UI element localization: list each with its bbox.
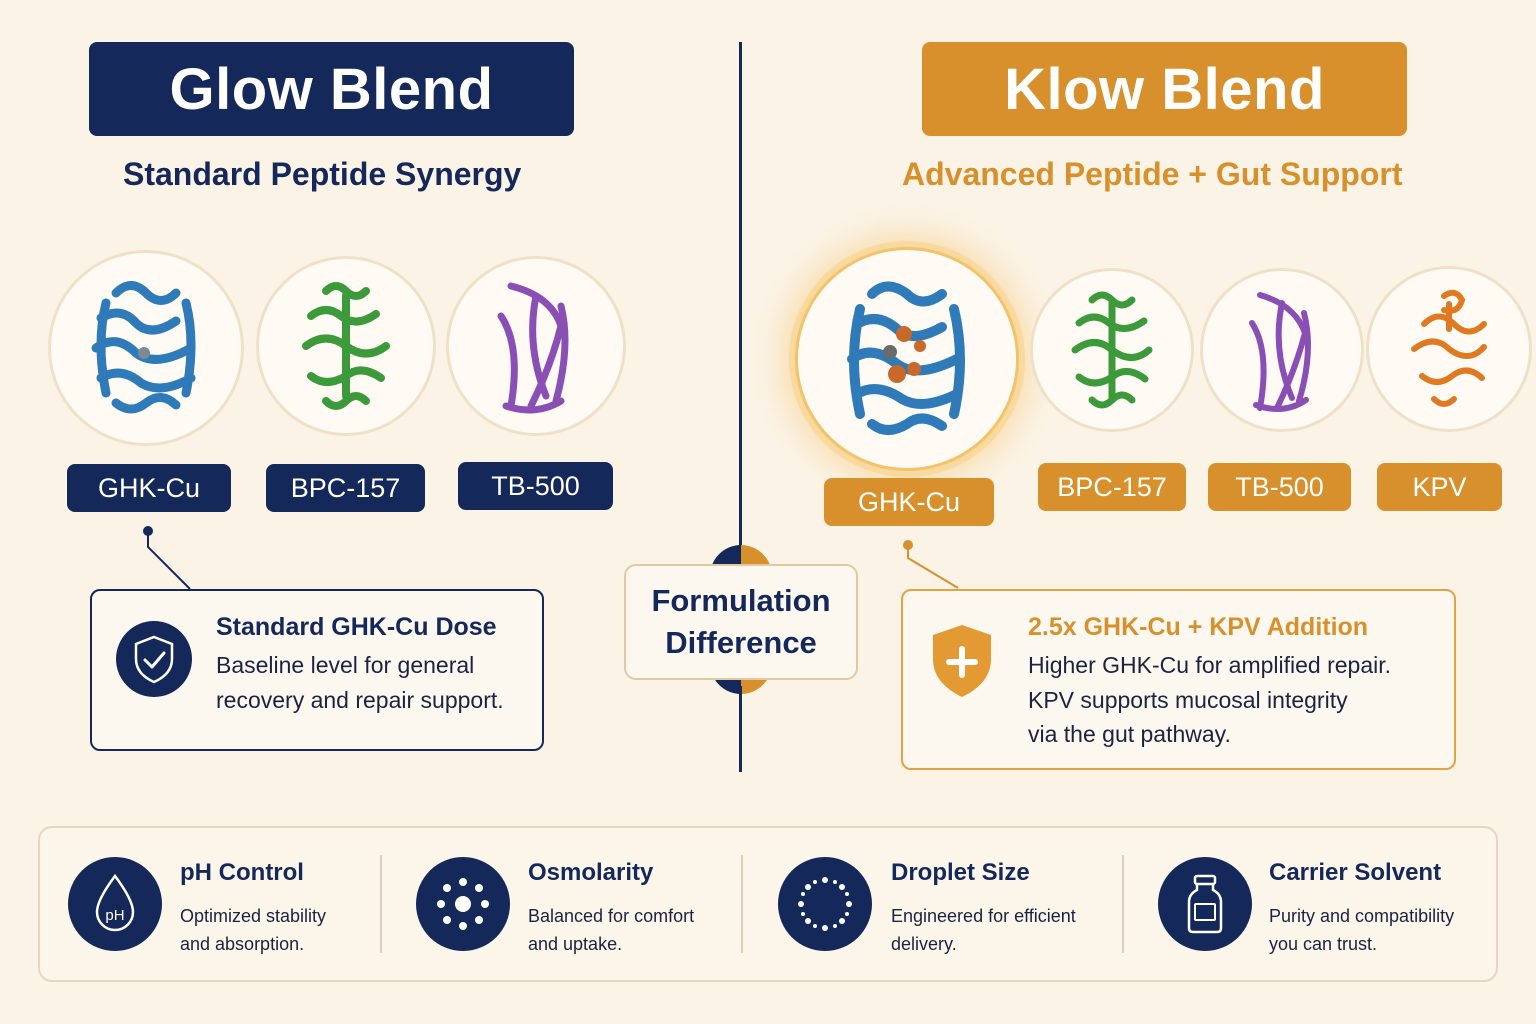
feature-carrier-solvent-line2: you can trust. [1269,934,1378,954]
feature-droplet-size-line1: Engineered for efficient [891,906,1076,926]
vial-icon [1158,857,1252,951]
center-divider [739,42,742,550]
osmolarity-dots-icon [416,857,510,951]
formulation-difference-line1: Formulation [651,583,831,618]
klow-peptide-bpc-157: BPC-157 [1038,463,1186,511]
feature-droplet-size-line2: delivery. [891,934,957,954]
shield-plus-icon [933,625,991,697]
protein-structure-icon [91,281,196,414]
feature-osmolarity-line1: Balanced for comfort [528,906,695,926]
protein-structure-icon [497,282,569,414]
feature-osmolarity-title: Osmolarity [528,859,654,886]
feature-carrier-solvent-line1: Purity and compatibility [1269,906,1455,926]
klow-blend-subtitle: Advanced Peptide + Gut Support [902,156,1403,192]
klow-callout-line2: KPV supports mucosal integrity [1028,687,1348,713]
feature-droplet-size-title: Droplet Size [891,859,1030,886]
klow-connector-line [903,540,959,589]
klow-bpc-157-molecule [1030,268,1194,432]
protein-structure-icon [1411,289,1487,407]
features-strip [38,826,1498,982]
shield-check-icon [116,621,192,697]
droplet-ring-icon [778,857,872,951]
protein-structure-icon [1249,292,1311,412]
klow-blend-title: Klow Blend [922,42,1407,136]
feature-separator [1122,855,1124,953]
glow-callout-line2: recovery and repair support. [216,687,504,713]
protein-structure-icon [1071,291,1153,409]
klow-callout-line3: via the gut pathway. [1028,721,1231,747]
feature-separator [741,855,743,953]
formulation-difference-box: Formulation Difference [624,564,858,680]
glow-callout-box: Standard GHK-Cu Dose Baseline level for … [90,589,544,751]
glow-connector-line [143,526,191,590]
glow-blend-title: Glow Blend [89,42,574,136]
ph-drop-icon: pH [68,857,162,951]
klow-tb-500-molecule [1200,268,1364,432]
glow-callout-line1: Baseline level for general [216,652,475,678]
feature-osmolarity-line2: and uptake. [528,934,623,954]
feature-carrier-solvent-title: Carrier Solvent [1269,859,1442,886]
klow-kpv-molecule [1366,266,1532,432]
glow-callout-title: Standard GHK-Cu Dose [216,613,497,641]
klow-peptide-kpv: KPV [1377,463,1502,511]
formulation-difference-line2: Difference [665,625,817,660]
glow-peptide-ghk-cu: GHK-Cu [67,464,231,512]
klow-callout-line1: Higher GHK-Cu for amplified repair. [1028,652,1392,678]
glow-peptide-bpc-157: BPC-157 [266,464,425,512]
feature-ph-control-line1: Optimized stability [180,906,327,926]
feature-separator [380,855,382,953]
protein-structure-icon [302,282,390,410]
glow-tb-500-molecule [446,256,626,436]
klow-callout-box: 2.5x GHK-Cu + KPV Addition Higher GHK-Cu… [901,589,1456,770]
glow-bpc-157-molecule [256,256,436,436]
klow-ghk-cu-molecule [795,247,1019,471]
klow-peptide-tb-500: TB-500 [1208,463,1351,511]
glow-ghk-cu-molecule [48,250,244,446]
svg-text:pH: pH [105,907,124,924]
protein-structure-icon [847,281,965,435]
feature-ph-control-title: pH Control [180,859,304,886]
feature-ph-control-line2: and absorption. [180,934,305,954]
glow-blend-subtitle: Standard Peptide Synergy [123,156,522,192]
glow-peptide-tb-500: TB-500 [458,462,613,510]
center-divider-lower [739,686,742,772]
klow-peptide-ghk-cu: GHK-Cu [824,478,994,526]
klow-callout-title: 2.5x GHK-Cu + KPV Addition [1028,613,1369,641]
